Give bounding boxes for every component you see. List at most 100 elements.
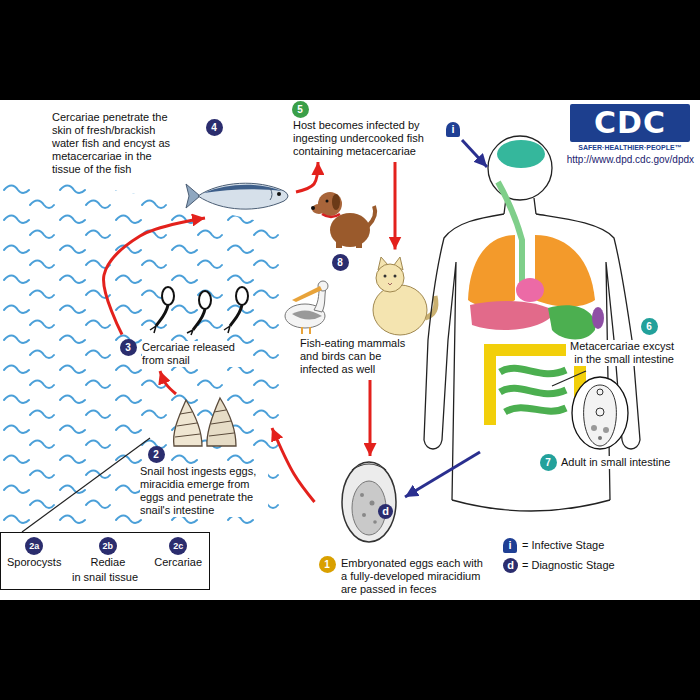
adult-worm xyxy=(603,427,609,433)
organs xyxy=(468,235,515,307)
cercaria xyxy=(224,326,230,333)
logo-tagline: SAFER·HEALTHIER·PEOPLE™ xyxy=(566,143,694,152)
egg xyxy=(362,513,366,517)
adult-worm xyxy=(591,425,597,431)
water-waves xyxy=(0,182,280,529)
callout-number: 2a xyxy=(25,537,43,555)
stage-name: Rediae xyxy=(90,556,125,569)
cat xyxy=(394,275,397,278)
stage-description: Metacercariae excyst in the small intest… xyxy=(566,340,674,366)
pelican xyxy=(292,310,322,319)
dog xyxy=(312,204,326,214)
snail xyxy=(175,412,200,437)
stage-8: 8Fish-eating mammals and birds can be in… xyxy=(296,250,416,381)
organs xyxy=(535,235,595,307)
callout-number: 2b xyxy=(99,537,117,555)
cercaria xyxy=(187,330,193,335)
legend-text: = Infective Stage xyxy=(522,539,604,551)
life-cycle-arrow xyxy=(296,162,318,192)
life-cycle-arrow xyxy=(104,218,205,335)
leader-line xyxy=(552,371,586,386)
stage-name: Cercariae xyxy=(154,556,202,569)
stage-description: Snail host ingests eggs, miracidia emerg… xyxy=(140,465,268,517)
dog xyxy=(322,214,340,217)
dog xyxy=(326,200,329,203)
snail xyxy=(174,398,236,446)
stage-5: 5Host becomes infected by ingesting unde… xyxy=(288,97,438,163)
legend-entry: = Infective Stage xyxy=(522,538,604,553)
stage-description: Cercariae penetrate the skin of fresh/br… xyxy=(52,111,177,176)
infective-stage-icon: i xyxy=(503,538,517,553)
pelican xyxy=(302,327,310,334)
cercaria xyxy=(156,305,168,326)
stage-2c: 2cCercariae xyxy=(152,536,204,570)
cat xyxy=(376,264,404,292)
life-cycle-arrow xyxy=(369,380,372,456)
cercaria xyxy=(150,287,248,335)
stage-name: Sporocysts xyxy=(7,556,61,569)
callout-number: 8 xyxy=(332,254,349,271)
adult-worm xyxy=(598,436,602,440)
stage-description: Cercariae released from snail xyxy=(142,341,242,367)
fish xyxy=(270,188,272,200)
pelican xyxy=(292,286,322,302)
stage-description: Host becomes infected by ingesting under… xyxy=(293,119,433,158)
organs xyxy=(548,305,595,339)
callout-number: 2c xyxy=(169,537,187,555)
stage-description: Fish-eating mammals and birds can be inf… xyxy=(300,337,412,376)
dog xyxy=(330,213,370,247)
egg xyxy=(352,464,386,470)
organs xyxy=(592,307,604,329)
egg xyxy=(342,462,396,542)
dog xyxy=(368,206,375,226)
organs xyxy=(516,278,544,302)
callout-number: 3 xyxy=(120,339,137,356)
cat xyxy=(373,285,427,335)
organs xyxy=(470,301,555,330)
stage-1: 1Embryonated eggs each with a fully-deve… xyxy=(315,456,492,600)
stage-description: Adult in small intestine xyxy=(561,456,681,469)
stage-2: 2Snail host ingests eggs, miracidia emer… xyxy=(136,394,272,521)
logo-wordmark: CDC xyxy=(570,104,690,142)
callout-number: 5 xyxy=(292,101,309,118)
snail xyxy=(174,400,202,446)
dog xyxy=(336,238,342,248)
callout-number: 4 xyxy=(206,119,223,136)
box-caption: in snail tissue xyxy=(1,571,209,584)
black-band xyxy=(0,0,700,100)
life-cycle-arrow xyxy=(160,371,176,394)
stage-description: Embryonated eggs each with a fully-devel… xyxy=(341,557,487,596)
human-figure xyxy=(424,136,640,511)
pelican xyxy=(285,281,328,334)
black-band xyxy=(0,600,700,700)
organs xyxy=(468,140,604,425)
cat xyxy=(384,275,387,278)
cercaria xyxy=(199,291,211,309)
adult-worm xyxy=(597,389,603,395)
adult-worm xyxy=(572,377,628,449)
life-cycle-arrow xyxy=(394,162,397,250)
stage-4: 4 Cercariae penetrate the skin of fresh/b… xyxy=(48,107,296,218)
zoom-line xyxy=(22,438,150,532)
cercaria xyxy=(193,309,205,330)
stage-3: 3 Cercariae released from snail xyxy=(116,335,247,372)
legend-entry: = Diagnostic Stage xyxy=(522,558,615,573)
infection-arrow xyxy=(462,140,487,167)
cercaria xyxy=(236,287,248,305)
egg xyxy=(342,462,396,542)
dog xyxy=(356,238,362,248)
life-cycle-arrow xyxy=(272,428,315,502)
shedding-arrow xyxy=(405,452,480,497)
egg xyxy=(370,501,375,506)
diagnostic-stage-icon: d xyxy=(503,558,518,573)
adult-worm xyxy=(572,377,628,449)
stage-6: 6Metacercariae excyst in the small intes… xyxy=(562,314,678,371)
stage-7: 7Adult in small intestine xyxy=(536,450,686,475)
cercaria xyxy=(150,326,156,333)
human-figure xyxy=(452,500,610,511)
fish xyxy=(277,192,281,196)
stage-2b: 2bRediae xyxy=(88,536,127,570)
fish xyxy=(198,183,288,209)
